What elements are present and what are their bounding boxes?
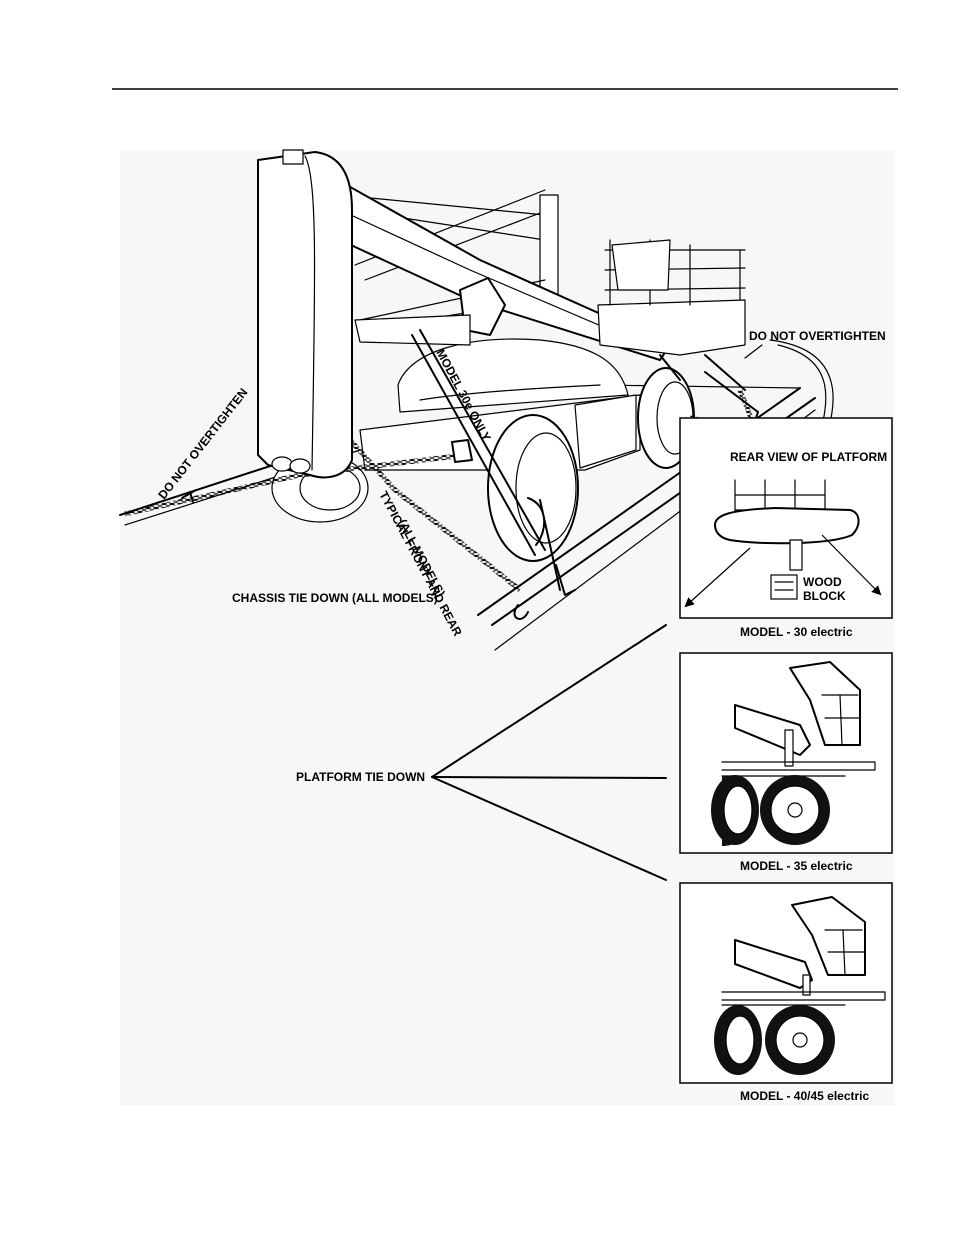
label-wood: WOOD	[803, 575, 842, 589]
label-model-4045: MODEL - 40/45 electric	[740, 1089, 869, 1103]
panel-rear-view: REAR VIEW OF PLATFORM WOOD BLOCK	[679, 417, 893, 619]
panel-model-4045	[679, 882, 893, 1084]
wood-grain	[774, 581, 794, 591]
leader-lines	[431, 624, 667, 881]
vertical-arm	[257, 149, 353, 479]
pointer-line-right	[744, 344, 763, 359]
boom-arm	[319, 169, 671, 556]
wheel-icon	[711, 775, 759, 846]
trailer-deck	[721, 761, 876, 777]
panel-model-35	[679, 652, 893, 854]
wheel-icon	[714, 1005, 762, 1075]
strap-anchor	[555, 564, 576, 596]
wood-block-icon	[770, 574, 798, 600]
label-rear-view-platform: REAR VIEW OF PLATFORM	[730, 450, 887, 464]
arrow-icon	[684, 547, 751, 608]
platform-basket-icon	[714, 479, 860, 571]
label-do-not-overtighten-right: DO NOT OVERTIGHTEN	[749, 329, 886, 343]
chain-hook	[513, 497, 561, 620]
tie-down-pin	[802, 974, 811, 996]
platform-basket-icon	[789, 661, 861, 746]
label-platform-tie-down: PLATFORM TIE DOWN	[296, 770, 425, 784]
chain-binder	[181, 489, 197, 503]
tie-down-pin	[784, 729, 794, 767]
platform-basket-icon	[791, 896, 866, 976]
chassis-binder	[451, 439, 473, 463]
label-model-35: MODEL - 35 electric	[740, 859, 853, 873]
label-model-30: MODEL - 30 electric	[740, 625, 853, 639]
platform-basket-icon	[597, 239, 746, 391]
trailer-deck	[721, 991, 886, 1006]
arrow-icon	[821, 534, 882, 596]
main-illustration	[119, 149, 834, 651]
wheel-icon	[765, 1005, 835, 1075]
wheel-icon	[760, 775, 830, 845]
tire-icon	[487, 414, 579, 562]
label-chassis-tie-down: CHASSIS TIE DOWN (ALL MODELS)	[232, 591, 438, 605]
label-block: BLOCK	[803, 589, 846, 603]
